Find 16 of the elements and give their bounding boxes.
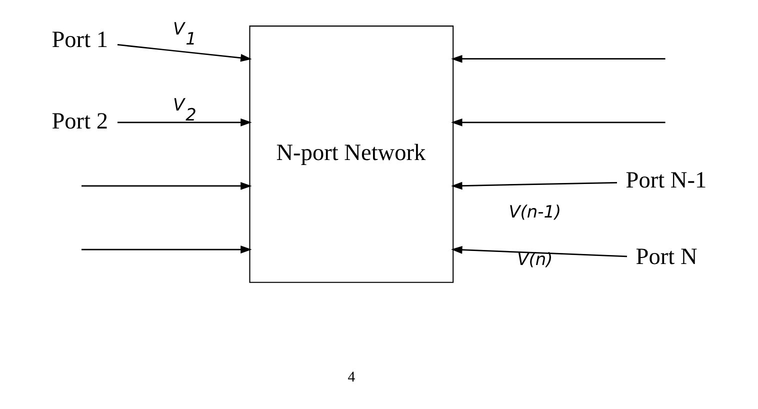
edge-label: V(n) bbox=[516, 249, 552, 270]
node-text: Port 1 bbox=[51, 26, 108, 53]
arrow bbox=[81, 182, 252, 190]
node-box: N-port Network bbox=[248, 26, 454, 283]
node-text: Port N bbox=[635, 244, 697, 270]
arrow bbox=[117, 118, 252, 126]
label: 4 bbox=[347, 370, 355, 386]
arrow bbox=[450, 54, 665, 63]
arrow bbox=[450, 246, 627, 258]
arrow bbox=[450, 118, 665, 126]
arrow bbox=[450, 182, 617, 190]
edge-label: V(n-1) bbox=[508, 202, 561, 222]
node-text: Port N-1 bbox=[625, 168, 706, 194]
arrow bbox=[81, 246, 252, 254]
arrow bbox=[116, 44, 252, 62]
node-text: Port 2 bbox=[51, 108, 108, 134]
